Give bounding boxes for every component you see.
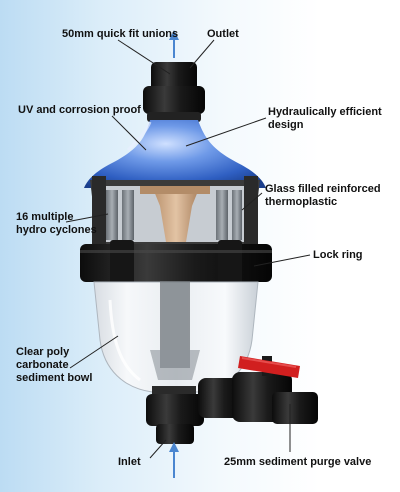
label-inlet: Inlet <box>118 456 141 468</box>
label-bowl-line1: Clear poly <box>16 346 70 358</box>
label-sediment-bowl: Clear poly carbonate sediment bowl <box>16 346 92 385</box>
label-bowl-line2: carbonate <box>16 359 69 371</box>
label-hydraulic-line1: Hydraulically efficient <box>268 106 382 118</box>
inlet-arrow-icon <box>169 442 179 478</box>
label-quick-fit-unions: 50mm quick fit unions <box>62 28 179 40</box>
label-cyclones-line1: 16 multiple <box>16 211 74 223</box>
label-cyclones-line2: hydro cyclones <box>16 224 97 236</box>
label-glass-line1: Glass filled reinforced <box>265 183 381 195</box>
blue-dome <box>84 120 266 188</box>
label-hydraulic-design: Hydraulically efficient design <box>268 106 382 132</box>
outlet-union <box>143 62 205 122</box>
purge-valve <box>198 356 318 424</box>
label-outlet: Outlet <box>207 28 239 40</box>
label-uv-proof: UV and corrosion proof <box>18 104 141 116</box>
leader-lines <box>65 39 311 459</box>
label-hydraulic-line2: design <box>268 119 304 131</box>
label-glass-line2: thermoplastic <box>265 196 338 208</box>
label-purge-valve: 25mm sediment purge valve <box>224 456 372 468</box>
lock-ring <box>80 240 272 286</box>
cyclone-chamber <box>90 176 260 246</box>
label-lock-ring: Lock ring <box>313 249 363 261</box>
label-bowl-line3: sediment bowl <box>16 372 93 384</box>
inlet-union <box>146 386 204 444</box>
label-hydro-cyclones: 16 multiple hydro cyclones <box>16 211 97 237</box>
label-glass-filled: Glass filled reinforced thermoplastic <box>265 183 381 209</box>
outlet-arrow-icon <box>169 30 179 58</box>
